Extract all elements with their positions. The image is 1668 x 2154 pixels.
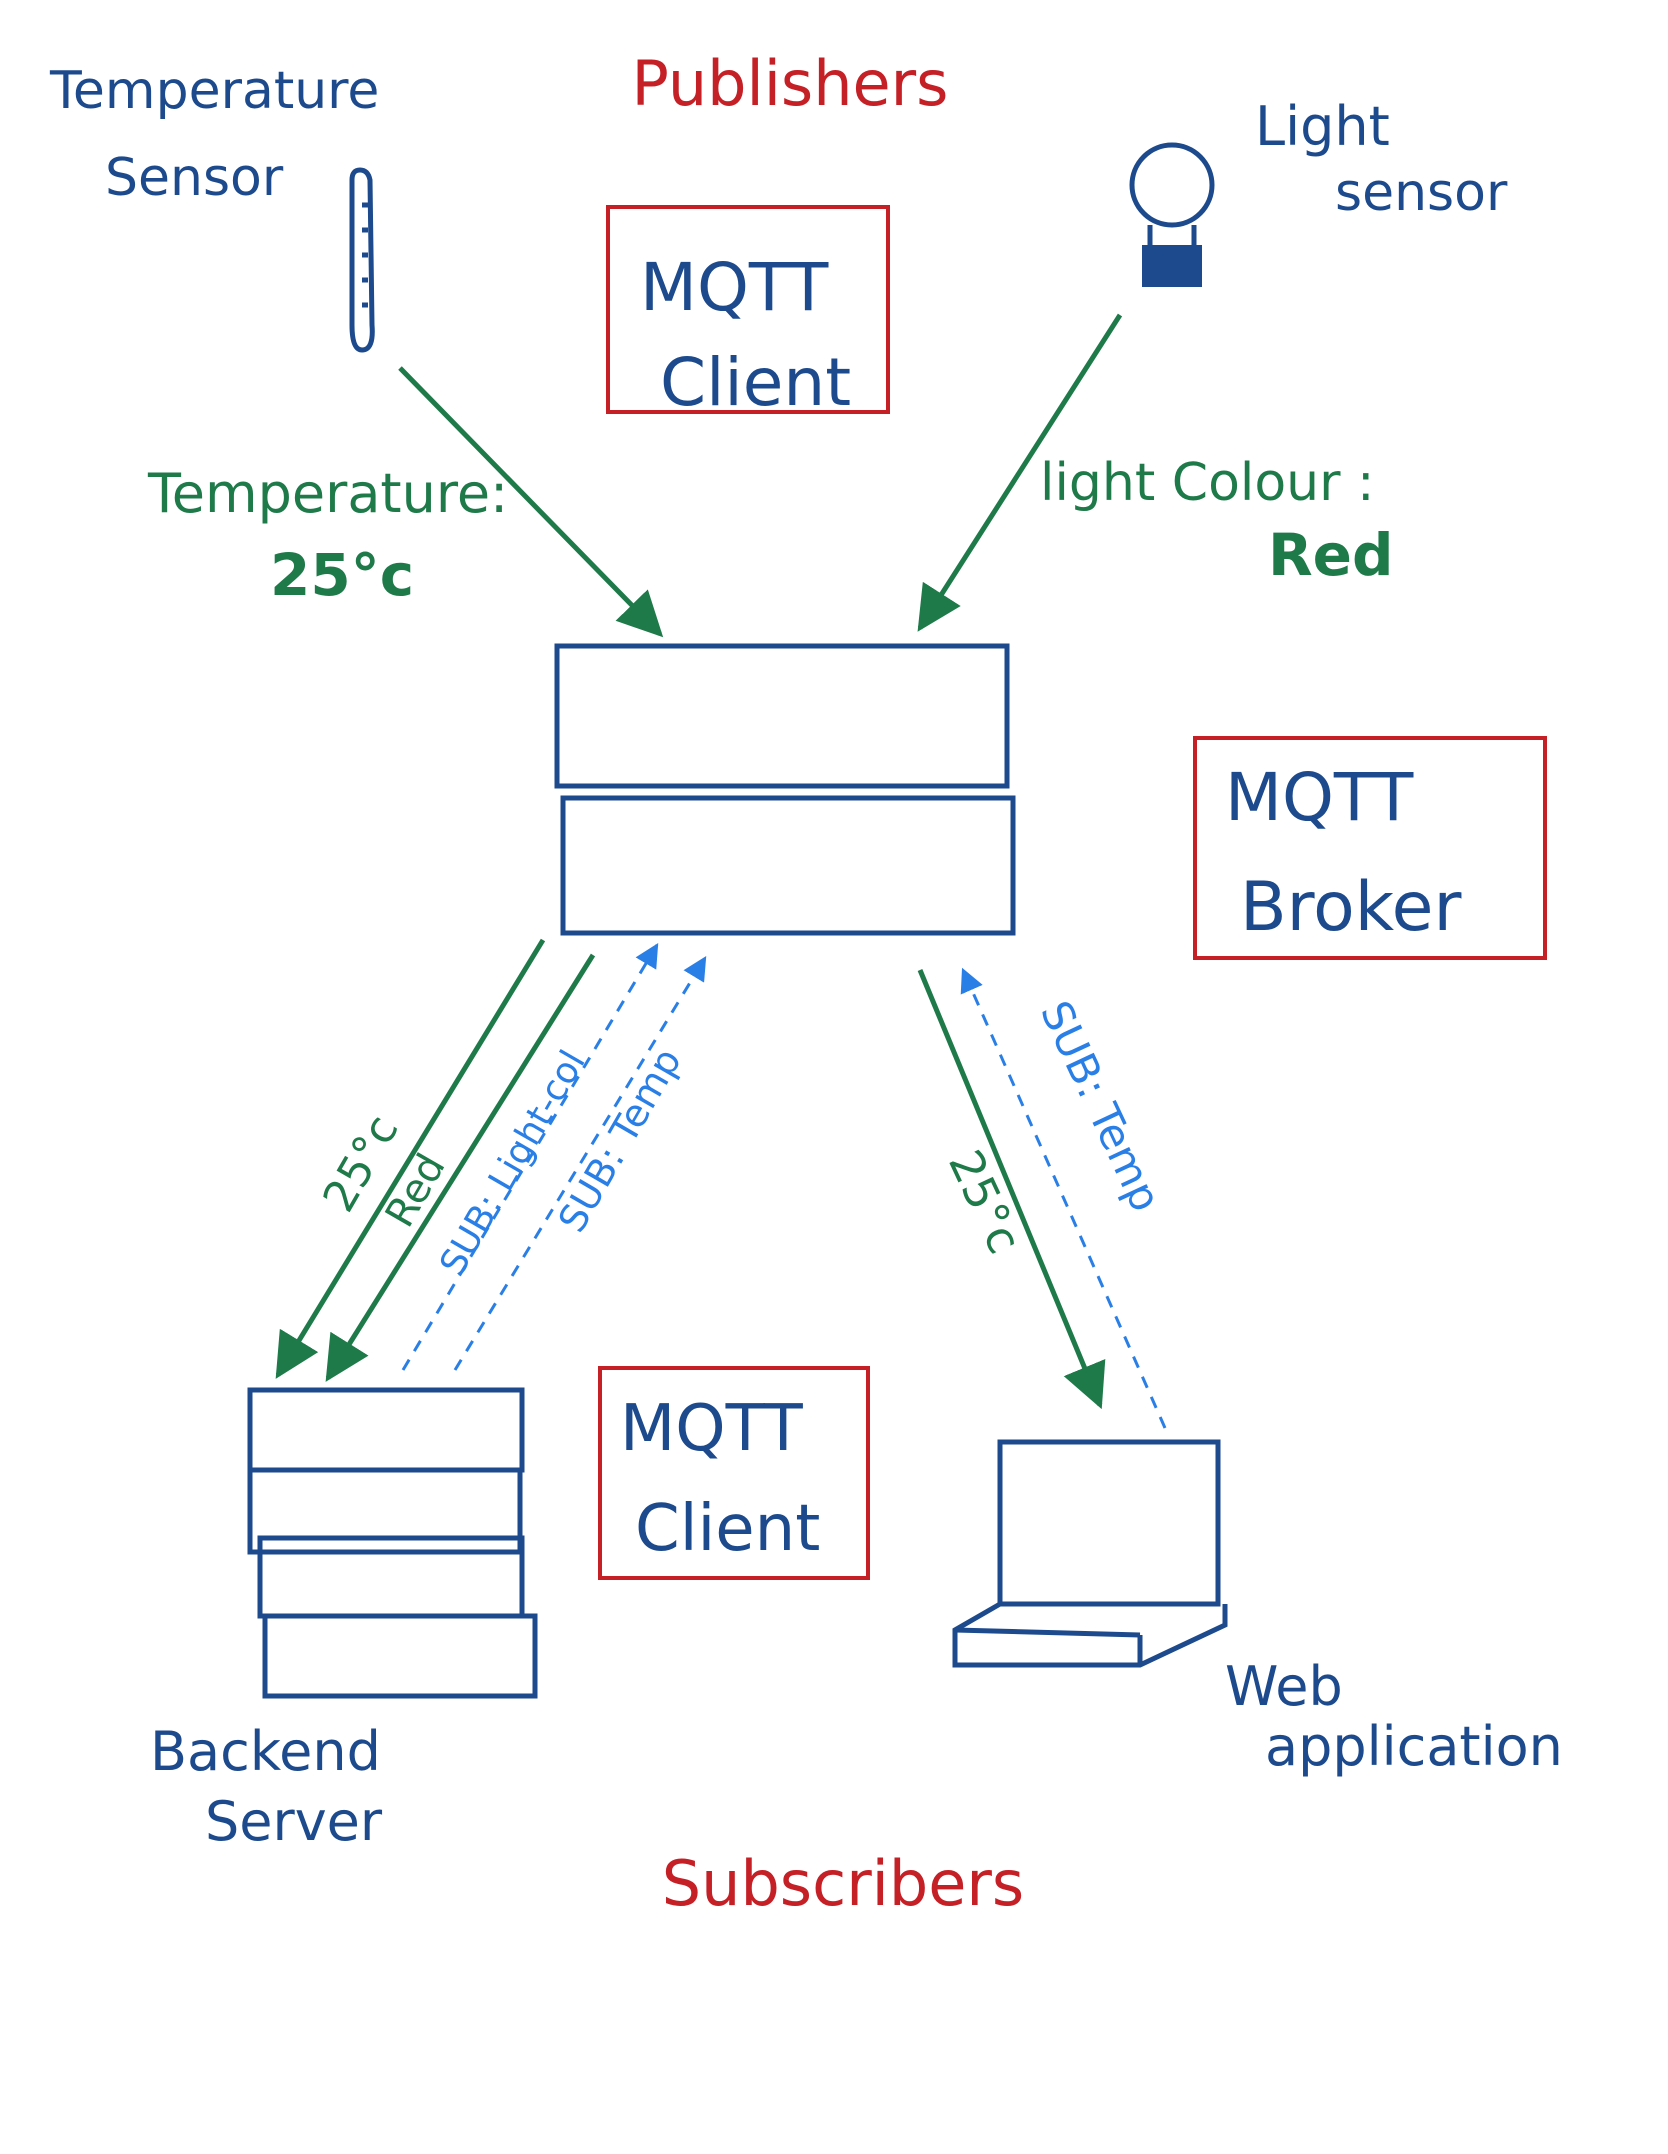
mqtt-client-box-top	[606, 205, 890, 414]
thermometer-icon	[349, 167, 375, 353]
light-colour-message-label: light Colour :	[1040, 453, 1375, 513]
light-sensor-label: Light	[1255, 95, 1390, 158]
backend-light-delivery-arrow	[325, 953, 596, 1382]
backend-server-label-2: Server	[205, 1790, 383, 1853]
temperature-message-label: Temperature:	[147, 462, 508, 525]
backend-subscribe-light-arrow	[401, 942, 659, 1371]
backend-server-icon	[247, 1387, 538, 1699]
mqtt-client-top-line1: MQTT	[640, 249, 829, 326]
web-application-label: Web	[1225, 1655, 1343, 1718]
web-sub-temp-label: SUB: Temp	[1031, 994, 1171, 1219]
web-subscribe-temp-arrow	[960, 967, 1167, 1429]
mqtt-broker-line1: MQTT	[1225, 759, 1414, 836]
mqtt-broker-server	[554, 643, 1016, 936]
backend-server-label: Backend	[150, 1720, 381, 1783]
temperature-sensor-label: Temperature	[49, 61, 379, 121]
laptop-icon	[952, 1439, 1228, 1668]
mqtt-broker-box	[1193, 736, 1547, 960]
temperature-message-value: 25°c	[270, 541, 414, 609]
temperature-sensor-label-2: Sensor	[105, 148, 284, 208]
mqtt-client-box-bottom	[598, 1366, 870, 1580]
publishers-heading: Publishers	[632, 47, 949, 120]
mqtt-broker-line2: Broker	[1240, 868, 1462, 947]
mqtt-client-bottom-line1: MQTT	[620, 1392, 804, 1466]
subscribers-heading: Subscribers	[662, 1847, 1024, 1920]
light-publish-arrow	[917, 313, 1123, 632]
backend-subscribe-temp-arrow	[453, 955, 707, 1371]
light-sensor-label-2: sensor	[1335, 163, 1508, 223]
light-colour-message-value: Red	[1268, 521, 1394, 589]
light-bulb-icon	[1129, 142, 1215, 287]
mqtt-client-bottom-line2: Client	[635, 1492, 820, 1566]
temperature-publish-arrow	[398, 366, 664, 638]
mqtt-client-top-line2: Client	[660, 344, 851, 421]
backend-temp-delivery-arrow	[275, 938, 546, 1379]
web-temp-delivery-arrow	[917, 969, 1106, 1410]
web-application-label-2: application	[1265, 1715, 1563, 1778]
